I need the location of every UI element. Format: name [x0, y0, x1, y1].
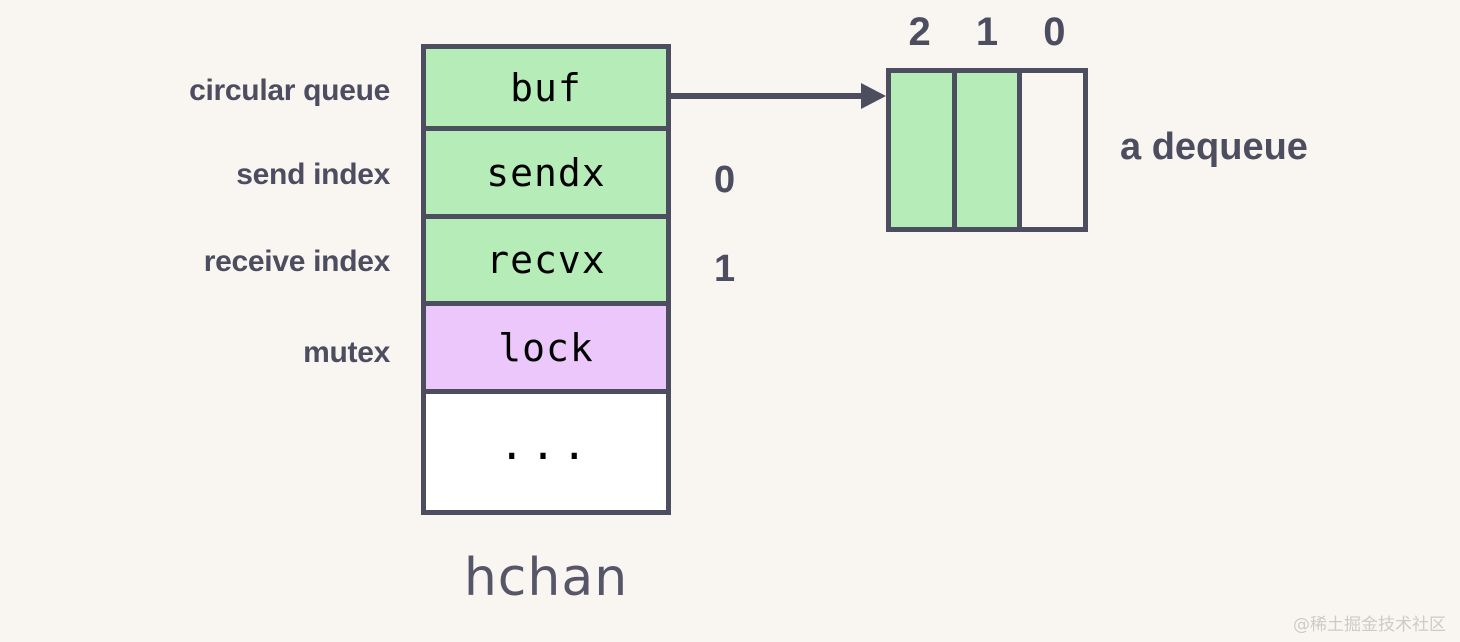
- struct-field-buf: buf: [426, 49, 666, 131]
- dequeue-cell-1: [956, 73, 1023, 227]
- dequeue-index-0: 0: [1043, 10, 1066, 54]
- label-mutex: mutex: [303, 336, 390, 369]
- sendx-value: 0: [714, 159, 736, 201]
- struct-field-recvx: recvx: [426, 219, 666, 306]
- watermark: @稀土掘金技术社区: [1293, 615, 1446, 635]
- buf-to-dequeue-arrow-icon: [671, 83, 886, 109]
- dequeue-index-2: 2: [908, 10, 931, 54]
- struct-field-lock-label: lock: [498, 325, 594, 370]
- label-circular-queue: circular queue: [189, 74, 390, 107]
- dequeue-box: [886, 68, 1088, 232]
- label-receive-index: receive index: [203, 245, 391, 278]
- recvx-value: 1: [714, 248, 736, 290]
- struct-field-recvx-label: recvx: [486, 238, 606, 282]
- dequeue-index-1: 1: [975, 10, 999, 54]
- hchan-caption: hchan: [463, 548, 629, 608]
- hchan-struct-box: buf sendx recvx lock ...: [421, 44, 671, 515]
- struct-field-sendx: sendx: [426, 131, 666, 219]
- dequeue-cell-2: [891, 73, 957, 227]
- dequeue-caption: a dequeue: [1120, 126, 1308, 168]
- dequeue-index-row: 2 1 0: [886, 12, 1088, 58]
- ellipsis-icon: ...: [499, 419, 593, 469]
- struct-field-buf-label: buf: [510, 65, 582, 110]
- struct-field-more: ...: [426, 394, 666, 510]
- struct-field-sendx-label: sendx: [486, 150, 606, 195]
- struct-field-lock: lock: [426, 306, 666, 394]
- dequeue-cell-0: [1022, 73, 1084, 227]
- label-send-index: send index: [236, 158, 390, 191]
